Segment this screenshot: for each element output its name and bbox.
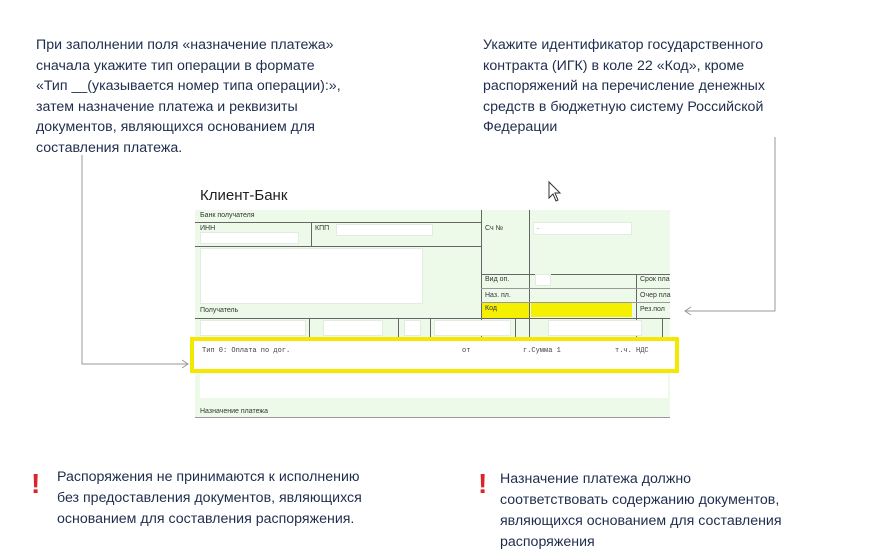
purpose-type-text: Тип 0: Оплата по дог. [202, 347, 291, 355]
purpose-sum-text: г.Сумма 1 [523, 347, 561, 355]
purpose-vat-text: т.ч. НДС [615, 347, 649, 355]
field-input-1[interactable] [200, 320, 306, 336]
account-input[interactable]: . [533, 222, 632, 235]
right-arrowhead [684, 306, 692, 316]
left-arrowhead [181, 359, 189, 369]
exclamation-icon: ! [31, 468, 41, 499]
code-highlight: Код [482, 303, 529, 318]
kpp-input[interactable] [336, 224, 433, 236]
priority-label: Очер пла [640, 292, 671, 299]
bank-textarea[interactable] [200, 248, 423, 304]
op-type-input[interactable] [535, 274, 551, 286]
purpose-code-label: Наз. пл. [485, 292, 511, 299]
field-input-5[interactable] [548, 320, 642, 336]
right-warning: Назначение платежа должно соответствоват… [500, 471, 782, 550]
right-connector [685, 137, 776, 312]
purpose-from-text: от [462, 347, 471, 355]
payment-form: Банк получателя ИНН КПП Сч № . Вид оп. С… [195, 210, 671, 418]
op-type-label: Вид оп. [485, 276, 510, 283]
bank-label: Банк получателя [200, 212, 255, 219]
field-input-2[interactable] [323, 320, 383, 336]
account-label: Сч № [485, 225, 504, 232]
exclamation-icon: ! [478, 468, 488, 499]
purpose-extra-area[interactable] [200, 374, 668, 398]
left-connector [81, 155, 188, 365]
form-title: Клиент-Банк [200, 187, 288, 204]
left-warning: Распоряжения не принимаются к исполнению… [57, 469, 362, 527]
reserve-label: Рез.пол [640, 306, 665, 313]
inn-input[interactable] [200, 232, 299, 244]
code-input[interactable] [531, 303, 632, 317]
left-instruction: При заполнении поля «назначение платежа»… [36, 37, 341, 156]
inn-label: ИНН [200, 225, 216, 232]
purpose-textarea-highlighted[interactable]: Тип 0: Оплата по дог. от г.Сумма 1 т.ч. … [190, 337, 679, 373]
kpp-label: КПП [315, 225, 330, 232]
account-value: . [537, 224, 539, 231]
purpose-label: Назначение платежа [200, 408, 268, 415]
recipient-label: Получатель [200, 307, 239, 314]
mouse-cursor-icon [548, 180, 562, 202]
code-label: Код [485, 305, 497, 312]
right-instruction: Укажите идентификатор государственного к… [483, 37, 765, 135]
due-label: Срок пла [640, 276, 670, 283]
field-input-4[interactable] [434, 320, 511, 336]
field-input-3[interactable] [404, 320, 421, 336]
